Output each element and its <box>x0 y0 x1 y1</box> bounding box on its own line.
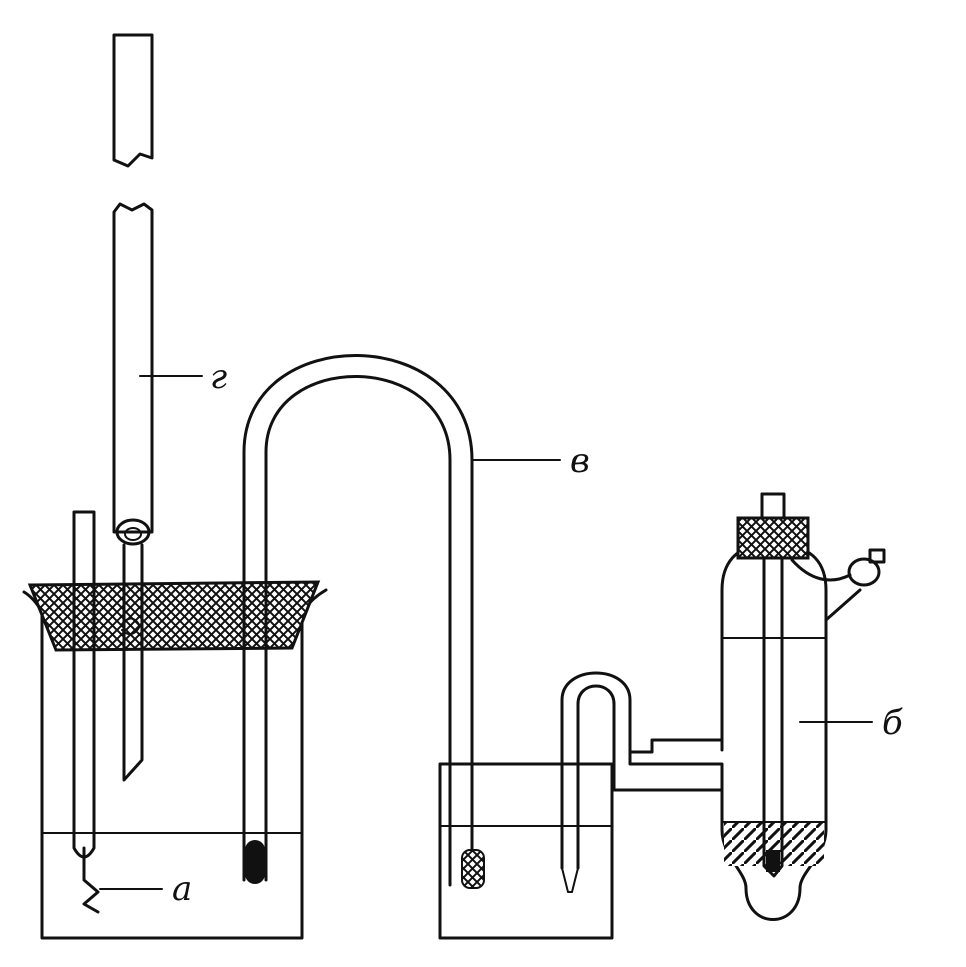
connecting-tube <box>560 671 724 893</box>
vessel-b <box>720 546 886 921</box>
left-tube <box>72 510 96 859</box>
vessel-inner-tube <box>760 492 786 878</box>
vessel-stopper <box>736 516 810 560</box>
mesh-cover <box>27 580 321 652</box>
label-a: а <box>172 869 192 909</box>
small-beaker <box>438 762 614 940</box>
tube-g <box>112 33 154 782</box>
siphon-right-end <box>461 849 485 889</box>
specimen-a <box>82 846 100 914</box>
label-v: в <box>570 441 590 481</box>
label-b: б <box>882 703 903 743</box>
siphon-left-end <box>245 840 265 884</box>
label-g: г <box>210 357 227 397</box>
siphon-tube-v <box>242 354 474 887</box>
